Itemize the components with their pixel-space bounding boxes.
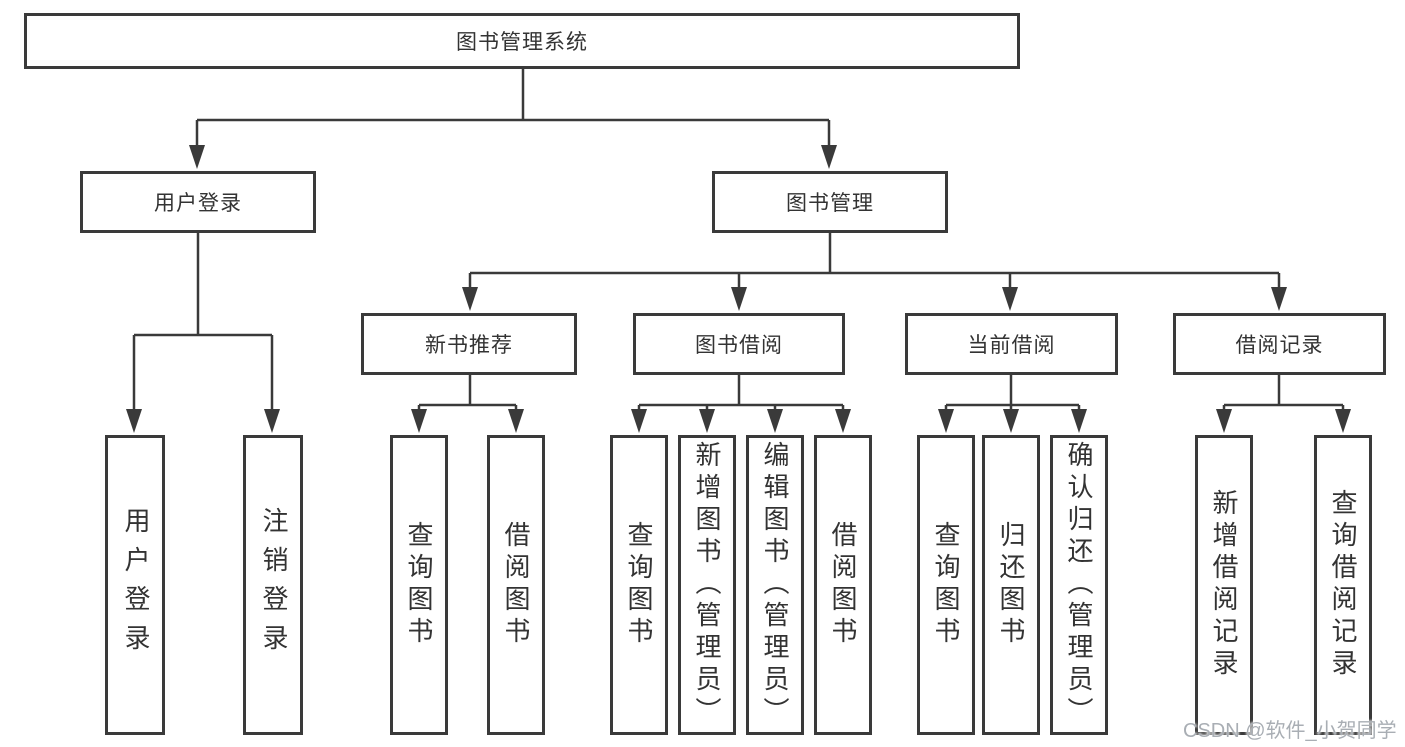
leaf-query-borrow-record: 查询借阅记录 [1314,435,1372,735]
leaf-user-login: 用户登录 [105,435,165,735]
node-borrowing-records: 借阅记录 [1173,313,1386,375]
node-new-book-recommendation: 新书推荐 [361,313,577,375]
leaf-query-books-recommend: 查询图书 [390,435,448,735]
leaf-edit-book-admin: 编辑图书（管理员） [746,435,804,735]
leaf-return-books: 归还图书 [982,435,1040,735]
leaf-add-borrow-record: 新增借阅记录 [1195,435,1253,735]
node-user-login: 用户登录 [80,171,316,233]
leaf-confirm-return-admin: 确认归还（管理员） [1050,435,1108,735]
leaf-logout: 注销登录 [243,435,303,735]
node-book-management: 图书管理 [712,171,948,233]
leaf-add-book-admin: 新增图书（管理员） [678,435,736,735]
leaf-borrow-books-borrowing: 借阅图书 [814,435,872,735]
leaf-query-books-current: 查询图书 [917,435,975,735]
node-current-borrowing: 当前借阅 [905,313,1118,375]
leaf-query-books-borrowing: 查询图书 [610,435,668,735]
node-library-management-system: 图书管理系统 [24,13,1020,69]
csdn-watermark: CSDN @软件_小贺同学 [1183,720,1397,742]
node-book-borrowing: 图书借阅 [633,313,845,375]
leaf-borrow-books-recommend: 借阅图书 [487,435,545,735]
